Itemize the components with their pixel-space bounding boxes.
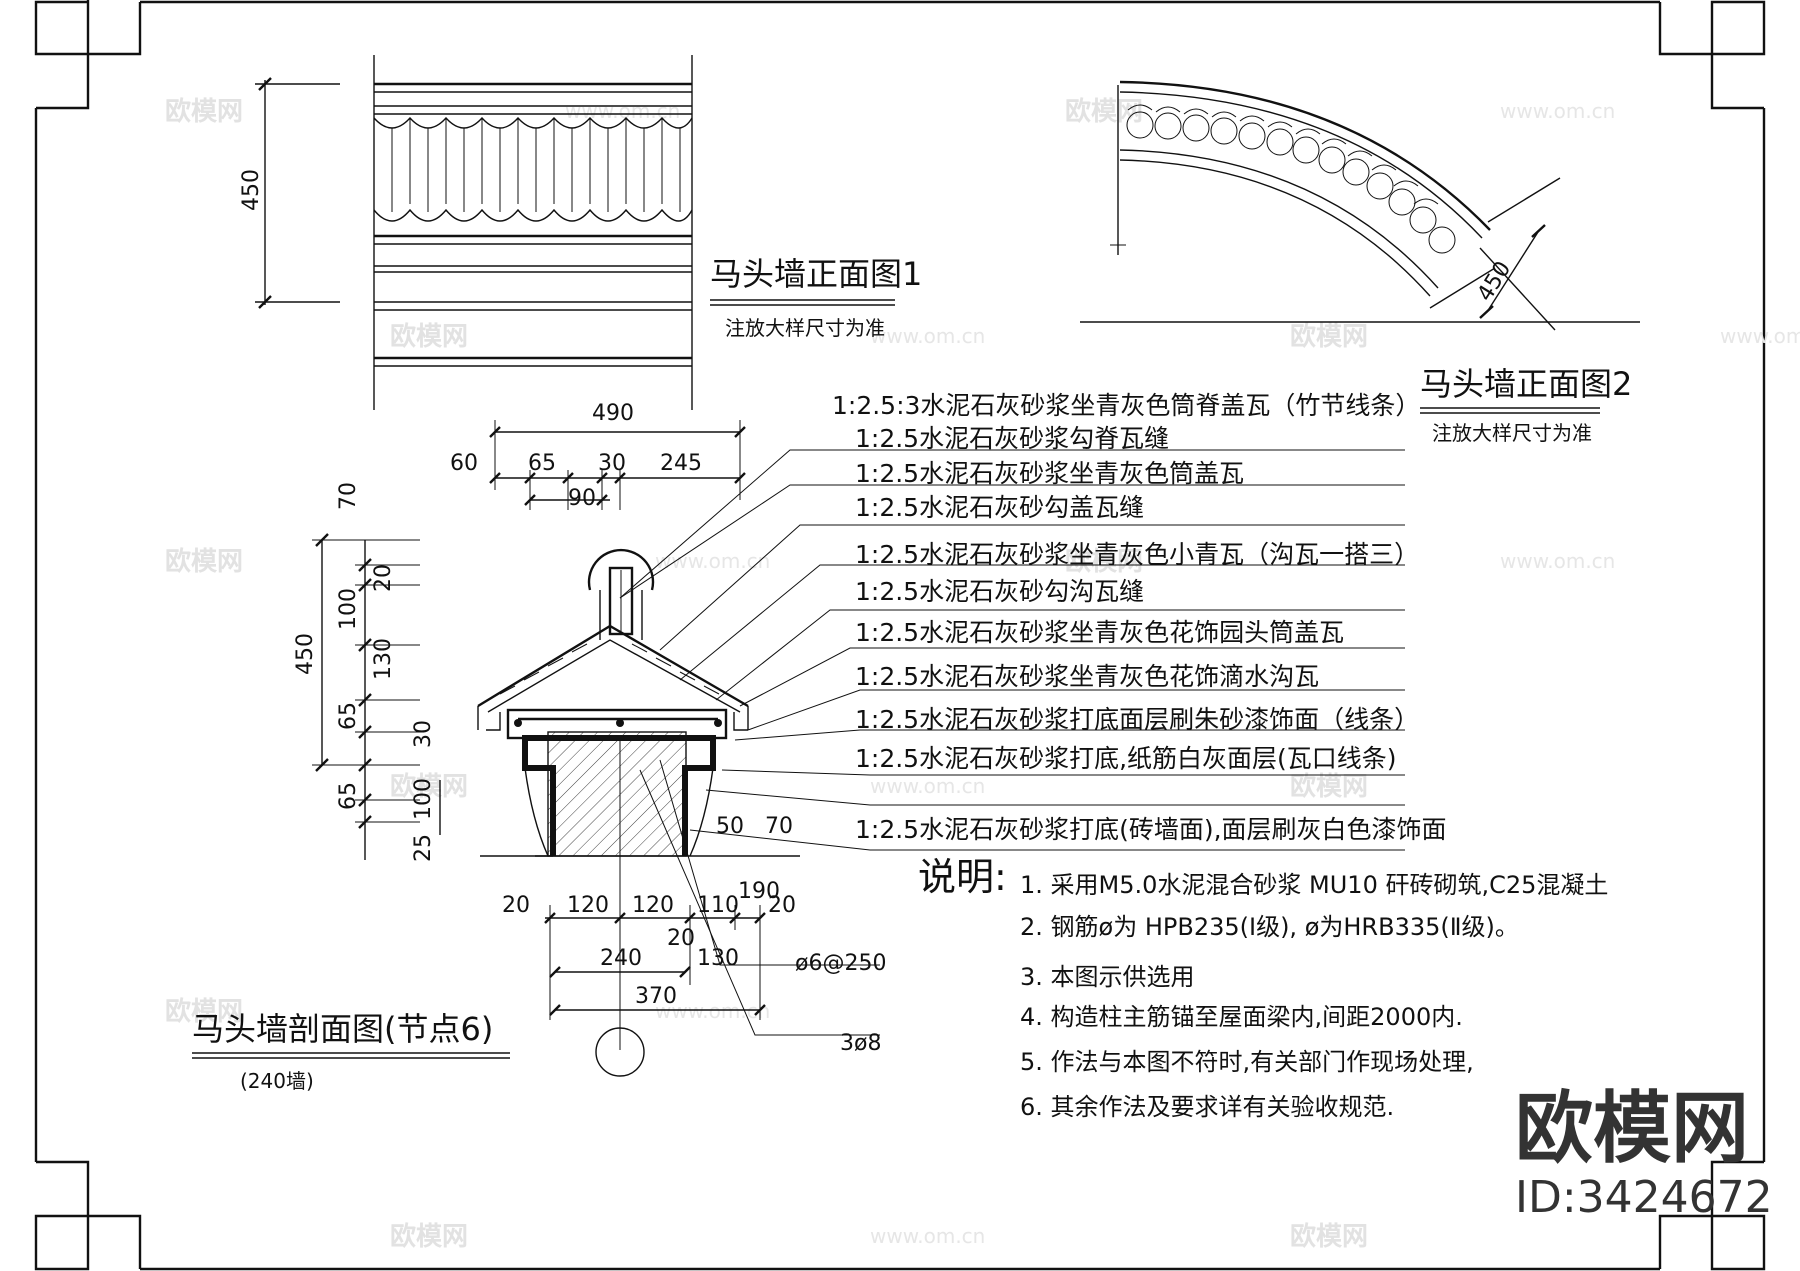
dim-65-b: 65 [336,782,361,810]
elevation-2-title-underline [1420,407,1600,414]
rebar-label-2: 3ø8 [840,1031,881,1056]
callout-4: 1:2.5水泥石灰砂勾盖瓦缝 [855,493,1144,522]
note-item-6: 6. 其余作法及要求详有关验收规范. [1020,1093,1394,1121]
note-item-4: 4. 构造柱主筋锚至屋面梁内,间距2000内. [1020,1003,1463,1031]
dim-20: 20 [371,564,396,592]
elevation-2-note: 注放大样尺寸为准 [1432,421,1592,445]
elevation-1-title: 马头墙正面图1 [710,255,922,293]
elevation-2-drawing: 450 [1080,80,1640,331]
callout-11: 1:2.5水泥石灰砂浆打底(砖墙面),面层刷灰白色漆饰面 [855,815,1447,844]
dim-60: 60 [450,451,478,476]
brand-id: ID:3424672 [1515,1172,1773,1223]
dim-30: 30 [598,451,626,476]
note-item-2: 2. 钢筋ø为 HPB235(Ⅰ级), ø为HRB335(Ⅱ级)。 [1020,913,1519,941]
dim-50: 50 [716,814,744,839]
callout-list: 1:2.5:3水泥石灰砂浆坐青灰色筒脊盖瓦（竹节线条） 1:2.5水泥石灰砂浆勾… [832,391,1447,844]
elevation-2-width-dim: 450 [1473,257,1516,306]
dim-b-370: 370 [635,984,677,1009]
watermark-text: 欧模网 [1290,771,1368,802]
watermark-text: 欧模网 [1290,321,1368,352]
callout-5: 1:2.5水泥石灰砂浆坐青灰色小青瓦（沟瓦一搭三） [855,540,1419,569]
dim-65: 65 [528,451,556,476]
dim-70: 70 [336,482,361,510]
watermark-text: 欧模网 [390,321,468,352]
elevation-2-title: 马头墙正面图2 [1420,365,1632,403]
dim-b-130: 130 [697,946,739,971]
dim-b-190: 190 [738,879,780,904]
watermark-url: www.om.cn [1500,99,1615,123]
watermark-url: www.om.cn [655,999,770,1023]
dim-65-a: 65 [336,702,361,730]
watermark-text: 欧模网 [390,771,468,802]
watermark-url: www.om.cn [870,774,985,798]
section-drawing [312,420,1405,1077]
watermark-text: 欧模网 [165,96,243,127]
watermark-url: www.om.cn [1500,549,1615,573]
dim-100: 100 [336,588,361,630]
dim-b-20-3: 20 [667,926,695,951]
watermark-layer: 欧模网 www.om.cn 欧模网 www.om.cn 欧模网 www.om.c… [165,96,1800,1252]
elevation-1-note: 注放大样尺寸为准 [725,316,885,340]
elevation-1-height-dim: 450 [239,169,264,211]
section-title-underline [192,1052,510,1059]
watermark-text: 欧模网 [165,546,243,577]
dim-b-20-2: 20 [768,893,796,918]
watermark-text: 欧模网 [390,1221,468,1252]
callout-8: 1:2.5水泥石灰砂浆坐青灰色花饰滴水沟瓦 [855,662,1319,691]
dim-70-b: 70 [765,814,793,839]
note-item-5: 5. 作法与本图不符时,有关部门作现场处理, [1020,1048,1474,1076]
notes-block: 说明: 1. 采用M5.0水泥混合砂浆 MU10 矸砖砌筑,C25混凝土 2. … [918,855,1608,1121]
dim-245: 245 [660,451,702,476]
elevation-1-drawing: 450 [239,55,693,410]
dim-b-110: 110 [697,893,739,918]
watermark-url: www.om.cn [870,324,985,348]
callout-6: 1:2.5水泥石灰砂勾沟瓦缝 [855,577,1144,606]
watermark-url: www.om.cn [1720,324,1800,348]
dim-b-120-2: 120 [632,893,674,918]
dim-130: 130 [371,638,396,680]
dim-30-b: 30 [411,720,436,748]
watermark-text: 欧模网 [1065,96,1143,127]
section-title: 马头墙剖面图(节点6) [192,1010,493,1048]
dim-90: 90 [568,486,596,511]
notes-heading: 说明: [918,855,1007,899]
dim-450: 450 [293,633,318,675]
watermark-text: 欧模网 [1065,546,1143,577]
dim-b-20: 20 [502,893,530,918]
note-item-1: 1. 采用M5.0水泥混合砂浆 MU10 矸砖砌筑,C25混凝土 [1020,871,1608,899]
watermark-url: www.om.cn [870,1224,985,1248]
rebar-label-1: ø6@250 [795,951,886,976]
dim-b-240: 240 [600,946,642,971]
callout-3: 1:2.5水泥石灰砂浆坐青灰色筒盖瓦 [855,459,1244,488]
watermark-text: 欧模网 [1290,1221,1368,1252]
brand-logo: 欧模网 [1515,1084,1749,1174]
dim-b-120: 120 [567,893,609,918]
callout-7: 1:2.5水泥石灰砂浆坐青灰色花饰园头筒盖瓦 [855,618,1344,647]
note-item-3: 3. 本图示供选用 [1020,963,1195,991]
callout-10: 1:2.5水泥石灰砂浆打底,纸筋白灰面层(瓦口线条) [855,744,1397,773]
section-subtitle: (240墙) [240,1069,314,1093]
dim-490: 490 [592,401,634,426]
callout-9: 1:2.5水泥石灰砂浆打底面层刷朱砂漆饰面（线条） [855,705,1419,734]
callout-2: 1:2.5水泥石灰砂浆勾脊瓦缝 [855,424,1169,453]
watermark-text: 欧模网 [165,996,243,1027]
dim-25: 25 [411,834,436,862]
dim-100-b: 100 [411,778,436,820]
elevation-1-title-underline [710,299,895,306]
callout-1: 1:2.5:3水泥石灰砂浆坐青灰色筒脊盖瓦（竹节线条） [832,391,1420,420]
frame-border [34,0,1766,1271]
